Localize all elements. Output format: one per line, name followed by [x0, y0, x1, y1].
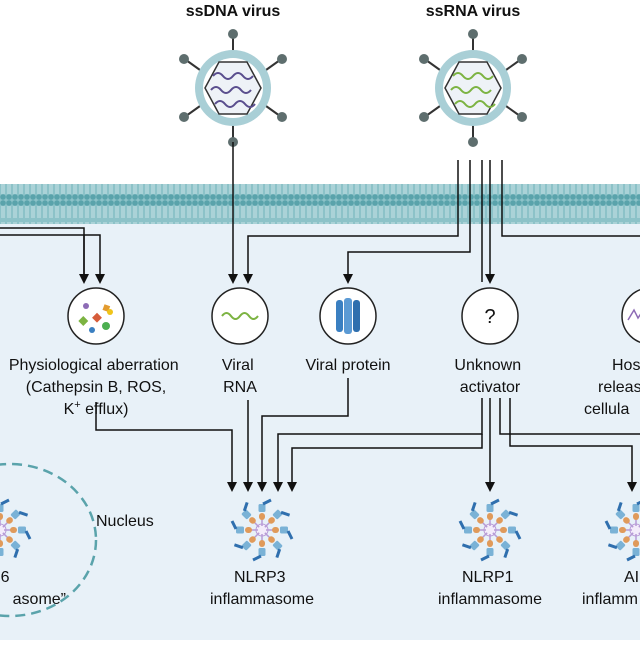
nlrp1-line-2: inflammasome — [438, 591, 542, 608]
physiological-aberration-icon — [67, 287, 125, 345]
unknown-line-2: activator — [460, 379, 521, 396]
viral-protein-icon — [319, 287, 377, 345]
nucleus — [0, 462, 98, 618]
viral-rna-icon — [211, 287, 269, 345]
potassium-superscript: + — [74, 399, 80, 411]
ifi16-line-1: 16 — [0, 569, 10, 586]
aim-label: AI inflamm — [582, 569, 640, 608]
host-line-1: Hos — [612, 357, 640, 374]
cell-membrane — [0, 184, 640, 224]
physiological-aberration-label: Physiological aberration (Cathepsin B, R… — [9, 357, 183, 396]
nlrp1-line-1: NLRP1 — [462, 569, 514, 586]
viral-rna-line-2: RNA — [223, 379, 257, 396]
nlrp3-inflammasome-icon — [230, 498, 294, 562]
ssrna-virus — [419, 29, 527, 147]
potassium-symbol: K — [64, 401, 75, 418]
unknown-activator-icon: ? — [461, 287, 519, 345]
aim-line-1: AI — [624, 569, 639, 586]
host-line-3: cellula — [584, 401, 629, 418]
physiological-line-1: Physiological aberration — [9, 357, 179, 374]
aim-line-2: inflamm — [582, 591, 638, 608]
physiological-line-2: (Cathepsin B, ROS, — [26, 379, 167, 396]
host-released-label: Hos releas cellula — [584, 357, 640, 418]
question-mark-icon: ? — [484, 306, 495, 328]
ssdna-virus-label: ssDNA virus — [186, 3, 281, 20]
unknown-activator-label: Unknown activator — [454, 357, 525, 396]
viral-protein-label: Viral protein — [305, 357, 390, 374]
unknown-line-1: Unknown — [454, 357, 521, 374]
nlrp3-line-2: inflammasome — [210, 591, 314, 608]
ifi16-inflammasome-label: 16 asome” — [0, 569, 66, 608]
host-line-2: releas — [598, 379, 640, 396]
cytoplasm — [0, 218, 640, 640]
ssdna-virus — [179, 29, 287, 147]
viral-rna-label: Viral RNA — [222, 357, 258, 396]
ifi16-inflammasome-icon — [0, 498, 32, 559]
nucleus-label: Nucleus — [96, 513, 154, 530]
inflammasome-icons — [0, 498, 640, 562]
aim-inflammasome-icon — [604, 498, 640, 562]
host-released-icon — [621, 289, 640, 343]
ifi16-line-2: asome” — [13, 591, 66, 608]
nlrp3-line-1: NLRP3 — [234, 569, 286, 586]
nlrp1-inflammasome-icon — [458, 498, 522, 562]
viral-rna-line-1: Viral — [222, 357, 254, 374]
efflux-text: efflux) — [81, 401, 129, 418]
nlrp3-label: NLRP3 inflammasome — [210, 569, 314, 608]
connector-lines — [0, 142, 640, 492]
ssrna-virus-label: ssRNA virus — [426, 3, 521, 20]
physiological-line-3: K+ efflux) — [64, 399, 129, 418]
nlrp1-label: NLRP1 inflammasome — [438, 569, 542, 608]
